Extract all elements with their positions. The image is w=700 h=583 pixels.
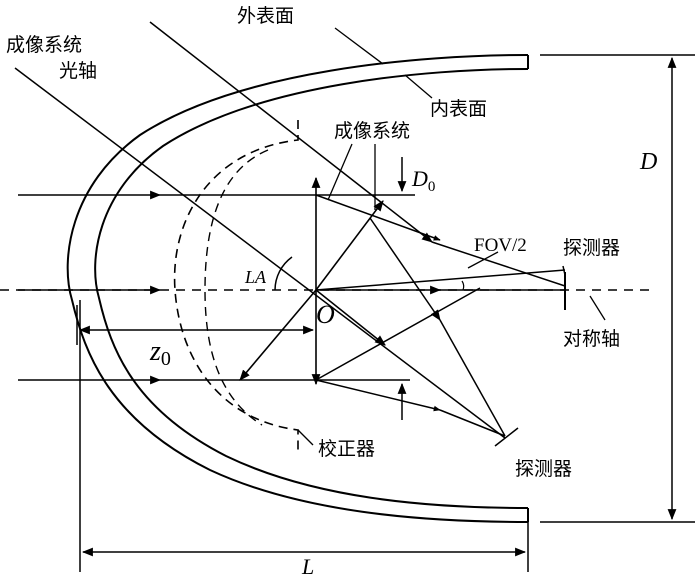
axis-detector-label: 探测器	[563, 237, 621, 259]
tilted-lens-up	[315, 200, 384, 291]
z0-label: z0	[150, 336, 171, 370]
z0-main: z	[150, 336, 161, 367]
tilted-lens-down	[239, 289, 317, 381]
upper-diagonal-ray	[149, 21, 433, 243]
origin-label: O	[316, 300, 335, 329]
corrector-inner-arc	[204, 149, 269, 426]
ray-origin-to-lower	[315, 289, 386, 346]
leader-corrector	[297, 429, 314, 446]
d0-label: D0	[412, 168, 435, 195]
ray-top-to-lower-detector-cont	[439, 319, 506, 437]
symmetry-axis-label: 对称轴	[563, 328, 621, 350]
leader-inner-surface	[404, 74, 433, 99]
lower-detector-label: 探测器	[515, 458, 573, 480]
outer-surface-label: 外表面	[237, 5, 295, 27]
d-dimension-label: D	[640, 149, 658, 175]
ray-top-to-lower-detector	[369, 217, 441, 321]
imaging-system-label: 成像系统	[334, 120, 411, 142]
imaging-axis-label-line1: 成像系统	[6, 34, 83, 56]
imaging-axis-label-line2: 光轴	[59, 60, 98, 82]
ray-bottom-to-lower-detector	[315, 379, 441, 412]
imaging-axis-line	[14, 67, 506, 439]
fov-angle-arc	[461, 280, 465, 291]
ray-bottom-to-axis	[315, 287, 481, 381]
inner-surface-label: 内表面	[430, 98, 488, 120]
outer-surface-shell	[66, 54, 529, 523]
d0-main: D	[412, 166, 428, 191]
corrector-label: 校正器	[318, 438, 376, 460]
l-dimension-label: L	[302, 554, 315, 579]
imaging-axis-tick	[494, 427, 519, 447]
ray-bottom-to-lower-detector-cont	[439, 409, 506, 437]
d0-subscript: 0	[427, 179, 436, 195]
leader-symmetry-axis	[589, 295, 606, 321]
leader-imaging-system-1	[327, 143, 353, 201]
corrector-dashed-arc	[173, 120, 299, 450]
la-angle-label: LA	[245, 267, 267, 287]
upper-diagonal-ray-cont	[431, 241, 566, 287]
leader-fov	[467, 251, 499, 269]
la-angle-arc	[274, 256, 293, 291]
fov-label: FOV/2	[474, 235, 527, 256]
leader-outer-surface	[334, 27, 384, 65]
z0-subscript: 0	[160, 348, 171, 370]
fov-ray	[315, 269, 566, 291]
ray-top-to-axis-detector	[315, 194, 441, 241]
inner-surface-shell	[94, 68, 529, 509]
